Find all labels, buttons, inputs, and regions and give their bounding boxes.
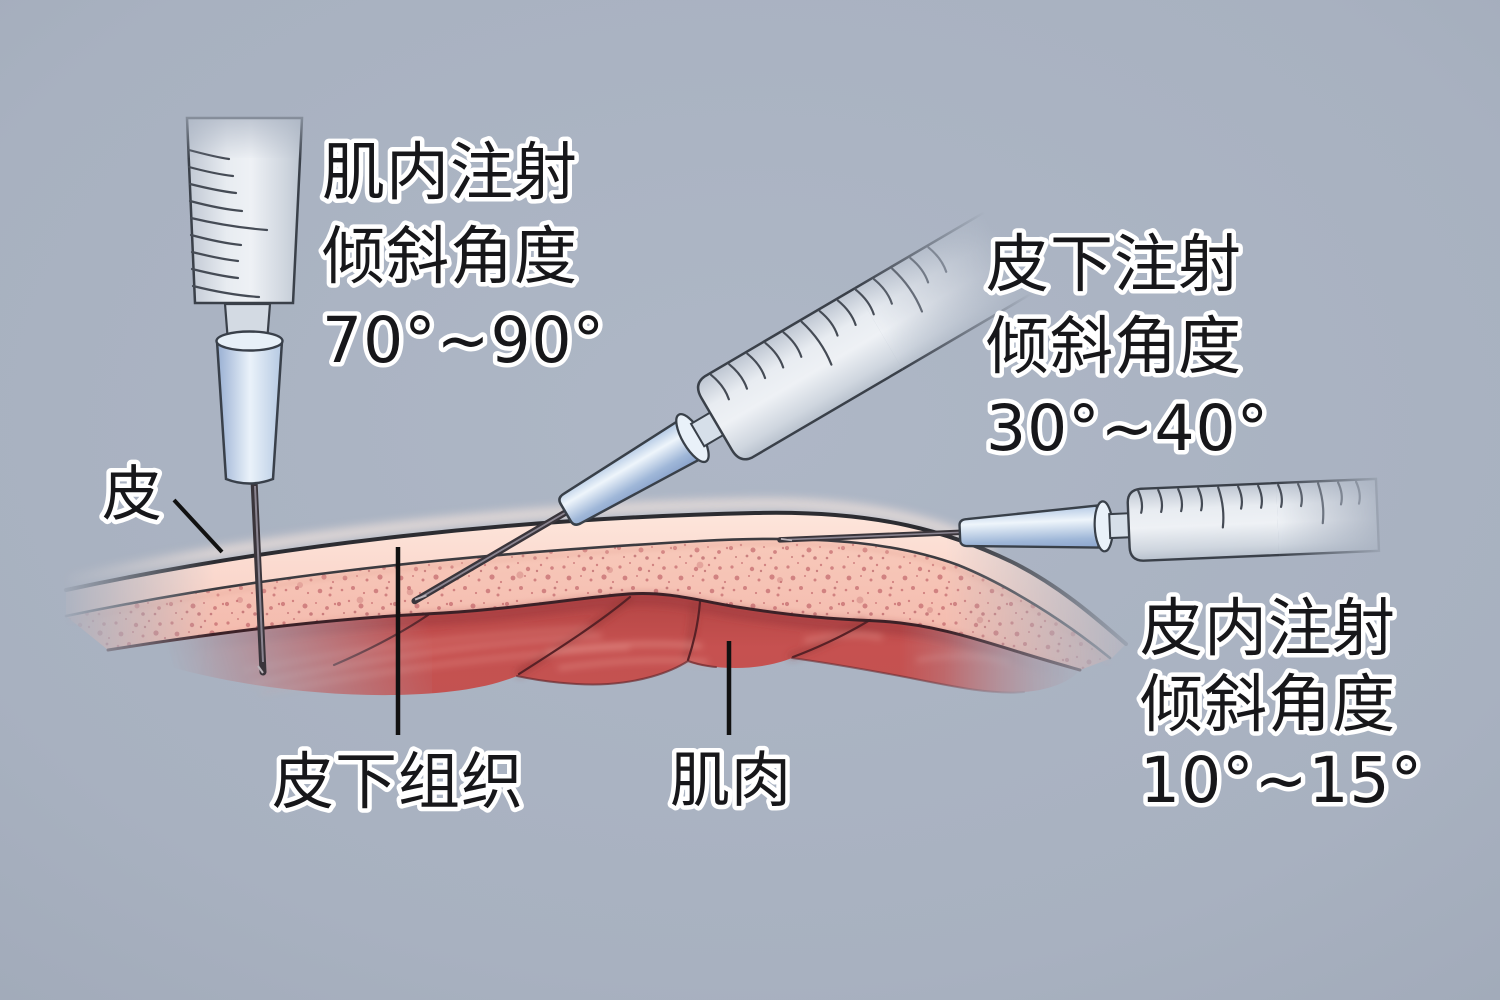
subcutaneous-hub <box>558 420 701 526</box>
intradermal-label-name: 皮内注射 <box>1140 592 1396 665</box>
speckle-clusters <box>237 561 984 624</box>
subcutaneous-barrel <box>696 209 1036 461</box>
intramuscular-barrel <box>185 116 304 305</box>
intradermal-hub <box>958 504 1100 549</box>
dermis-underline-shade <box>68 541 1110 664</box>
skin-surface-glow <box>65 498 995 585</box>
tissue-cross-section <box>64 498 1128 696</box>
pointer-lines <box>172 498 732 735</box>
subcutaneous-barrel-ticks <box>709 246 948 401</box>
needle-bevel <box>780 537 793 542</box>
subcutaneous-label-angle: 倾斜角度 <box>986 310 1242 383</box>
labels: 肌内注射 倾斜角度 70°~90° 皮下注射 倾斜角度 30°~40° 皮内注射… <box>98 132 1427 823</box>
intradermal-syringe <box>777 477 1381 562</box>
muscle-lobe-dividers <box>332 595 872 676</box>
subcutaneous-tissue-label: 皮下组织 <box>272 745 524 818</box>
intramuscular-syringe <box>185 116 304 676</box>
intramuscular-label-angle: 倾斜角度 <box>322 220 578 293</box>
subcutaneous-label-range: 30°~40° <box>986 392 1269 465</box>
needle-bevel <box>414 594 427 601</box>
intradermal-barrel-ticks <box>1137 480 1361 529</box>
intramuscular-hub <box>215 339 284 485</box>
intradermal-needle <box>777 529 977 543</box>
muscle-label: 肌肉 <box>670 746 792 816</box>
intramuscular-label-name: 肌内注射 <box>322 136 578 209</box>
subcutaneous-speckles <box>66 538 1112 670</box>
intradermal-label-range: 10°~15° <box>1140 744 1423 817</box>
subcutaneous-syringe <box>411 209 1036 605</box>
subcutaneous-label-name: 皮下注射 <box>986 228 1242 301</box>
intramuscular-needle <box>250 476 267 676</box>
skin-label: 皮 <box>102 460 163 530</box>
skin-pointer-line <box>172 498 224 554</box>
dermis-bottom-outline <box>64 537 1112 660</box>
intradermal-neck <box>1108 512 1132 540</box>
skin-layer <box>66 512 1126 658</box>
intramuscular-barrel-ticks <box>187 148 269 299</box>
needle-bevel <box>257 665 264 674</box>
muscle-top-outline <box>106 591 1082 672</box>
intramuscular-hub-rim <box>215 330 284 352</box>
intradermal-barrel <box>1126 477 1381 562</box>
intradermal-label-angle: 倾斜角度 <box>1140 668 1396 741</box>
intramuscular-label-range: 70°~90° <box>322 304 605 377</box>
skin-surface-outline <box>64 510 1128 646</box>
